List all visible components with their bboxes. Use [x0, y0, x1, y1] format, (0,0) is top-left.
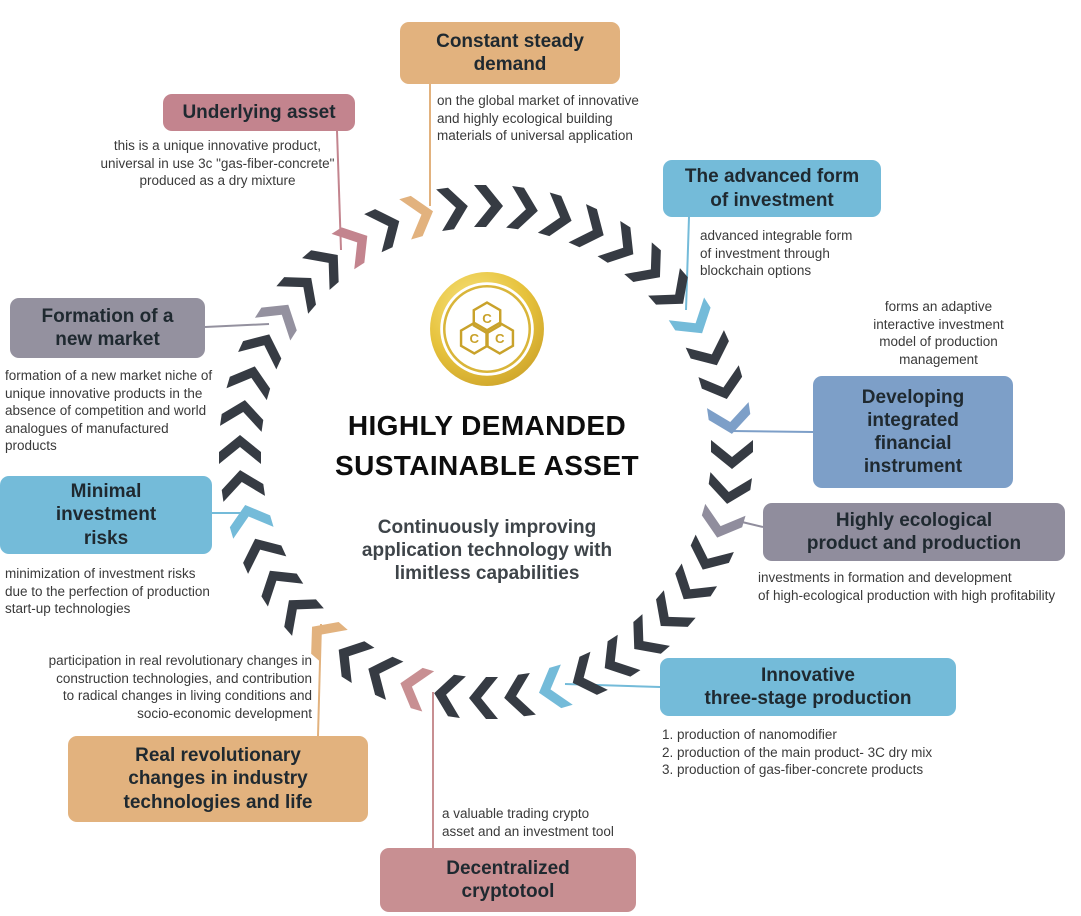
chevron-icon — [708, 472, 752, 504]
chevron-icon — [276, 277, 316, 314]
chevron-icon — [469, 677, 498, 719]
node-desc-innovative-three-stage-production: 1. production of nanomodifier 2. product… — [662, 727, 933, 778]
node-box-formation-of-a-new-market: Formation of a new market — [10, 298, 205, 358]
svg-text:C: C — [482, 311, 492, 326]
chevron-marker-formation-of-a-new-market — [254, 304, 297, 341]
chevron-icon — [506, 186, 538, 230]
node-desc-constant-steady-demand: on the global market of innovative and h… — [437, 93, 639, 144]
chevron-icon — [711, 440, 753, 469]
chevron-icon — [474, 185, 503, 227]
node-box-advanced-form-of-investment: The advanced form of investment — [663, 160, 881, 217]
chevron-icon — [219, 435, 261, 464]
logo-gold-ring — [443, 285, 531, 373]
node-label: Minimal investment risks — [55, 481, 157, 549]
chevron-icon — [243, 538, 287, 574]
chevron-icon — [221, 470, 265, 502]
chevron-icon — [302, 250, 339, 290]
chevron-marker-developing-integrated-financial-instrument — [707, 402, 751, 434]
node-desc-underlying-asset: this is a unique innovative product, uni… — [100, 138, 335, 189]
gold-3c-logo-svg: C C C — [430, 272, 544, 386]
node-label: Underlying asset — [182, 101, 336, 123]
connector-formation-of-a-new-market — [204, 323, 270, 328]
chevron-marker-minimal-investment-risks — [229, 504, 274, 539]
node-label: Decentralized cryptotool — [446, 857, 570, 902]
chevron-marker-constant-steady-demand — [399, 195, 434, 240]
chevron-icon — [284, 599, 324, 636]
node-desc-developing-integrated-financial-instrument: forms an adaptive interactive investment… — [873, 299, 1004, 367]
chevron-icon — [624, 242, 661, 282]
node-desc-formation-of-a-new-market: formation of a new market niche of uniqu… — [5, 368, 213, 454]
connector-developing-integrated-financial-instrument — [730, 430, 814, 433]
chevron-icon — [504, 673, 536, 717]
chevron-icon — [220, 400, 264, 432]
connector-advanced-form-of-investment — [685, 216, 690, 311]
node-box-real-revolutionary-changes: Real revolutionary changes in industry t… — [68, 736, 368, 822]
node-label: Innovative three-stage production — [704, 664, 912, 709]
chevron-icon — [261, 570, 304, 607]
node-desc-real-revolutionary-changes: participation in real revolutionary chan… — [48, 653, 312, 721]
node-box-developing-integrated-financial-instrument: Developing integrated financial instrume… — [813, 376, 1013, 488]
connector-highly-ecological-product-and-production — [741, 521, 764, 528]
chevron-icon — [648, 268, 688, 305]
chevron-icon — [656, 590, 696, 627]
chevron-icon — [572, 651, 608, 695]
chevron-icon — [685, 330, 729, 366]
chevron-icon — [568, 204, 604, 248]
node-box-decentralized-cryptotool: Decentralized cryptotool — [380, 848, 636, 912]
chevron-icon — [633, 614, 670, 654]
node-box-constant-steady-demand: Constant steady demand — [400, 22, 620, 84]
center-subtitle: Continuously improving application techn… — [361, 517, 613, 585]
node-label: Real revolutionary changes in industry t… — [123, 745, 313, 813]
node-box-minimal-investment-risks: Minimal investment risks — [0, 476, 212, 554]
node-box-highly-ecological-product-and-production: Highly ecological product and production — [763, 503, 1065, 561]
logo-monogram-letters: C C C — [470, 311, 505, 346]
node-box-innovative-three-stage-production: Innovative three-stage production — [660, 658, 956, 716]
svg-text:C: C — [470, 331, 480, 346]
chevron-icon — [238, 334, 282, 370]
chevron-marker-decentralized-cryptotool — [400, 667, 435, 712]
center-title: HIGHLY DEMANDED SUSTAINABLE ASSET — [335, 410, 639, 481]
chevron-icon — [368, 656, 404, 700]
chevron-marker-underlying-asset — [331, 227, 368, 270]
node-desc-decentralized-cryptotool: a valuable trading crypto asset and an i… — [442, 806, 614, 839]
chevron-icon — [436, 187, 468, 231]
chevron-marker-advanced-form-of-investment — [668, 297, 711, 334]
node-box-underlying-asset: Underlying asset — [163, 94, 355, 131]
node-label: Formation of a new market — [41, 305, 174, 350]
chevron-icon — [338, 641, 375, 684]
node-label: Constant steady demand — [436, 30, 584, 75]
chevron-icon — [698, 365, 743, 400]
chevron-icon — [597, 220, 634, 263]
chevron-icon — [604, 634, 641, 677]
chevron-icon — [675, 563, 718, 600]
chevron-marker-highly-ecological-product-and-production — [701, 503, 746, 538]
svg-text:C: C — [495, 331, 505, 346]
logo-hexagons — [459, 301, 515, 355]
gold-3c-logo: C C C — [428, 270, 546, 393]
chevron-icon — [364, 209, 400, 253]
chevron-icon — [690, 534, 734, 570]
node-label: Developing integrated financial instrume… — [861, 386, 965, 478]
chevron-icon — [434, 674, 466, 718]
node-label: Highly ecological product and production — [806, 509, 1022, 554]
chevron-marker-real-revolutionary-changes — [311, 622, 348, 662]
chevron-marker-innovative-three-stage-production — [538, 664, 573, 709]
node-desc-highly-ecological-product-and-production: investments in formation and development… — [758, 570, 1056, 603]
node-desc-advanced-form-of-investment: advanced integrable form of investment t… — [700, 228, 853, 279]
node-desc-minimal-investment-risks: minimization of investment risks due to … — [5, 566, 210, 617]
chevron-icon — [226, 366, 271, 401]
chevron-icon — [537, 192, 572, 237]
node-label: The advanced form of investment — [684, 166, 860, 211]
